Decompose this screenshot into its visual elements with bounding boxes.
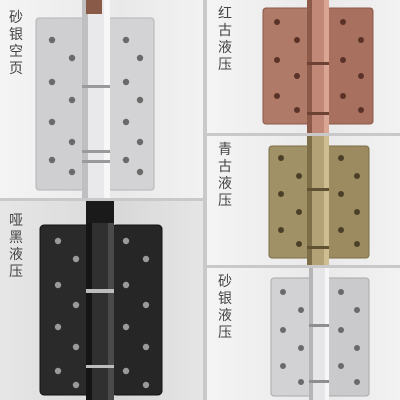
panel-red-antique: 红古液压 xyxy=(207,0,400,133)
grid-divider-right-top xyxy=(207,133,400,136)
hinge-silver-hollow-image xyxy=(35,0,155,198)
panel-matte-black: 哑黑液压 xyxy=(0,201,203,400)
panel-silver-hollow: 砂银空页 xyxy=(0,0,203,198)
hinge-green-antique-image xyxy=(268,136,370,265)
label-matte-black: 哑黑液压 xyxy=(9,213,23,280)
panel-green-antique: 青古液压 xyxy=(207,136,400,265)
grid-divider-right-bottom xyxy=(207,265,400,268)
label-red-antique: 红古液压 xyxy=(218,6,232,73)
panel-silver-hydraulic: 砂银液压 xyxy=(207,268,400,400)
label-green-antique: 青古液压 xyxy=(218,142,232,209)
grid-divider-vertical xyxy=(203,0,207,400)
grid-divider-left xyxy=(0,198,203,201)
hinge-red-antique-image xyxy=(262,0,374,133)
label-silver-hydraulic: 砂银液压 xyxy=(218,274,232,341)
hinge-matte-black-image xyxy=(39,201,163,400)
label-silver-hollow: 砂银空页 xyxy=(9,10,23,77)
hinge-silver-hydraulic-image xyxy=(270,268,370,400)
